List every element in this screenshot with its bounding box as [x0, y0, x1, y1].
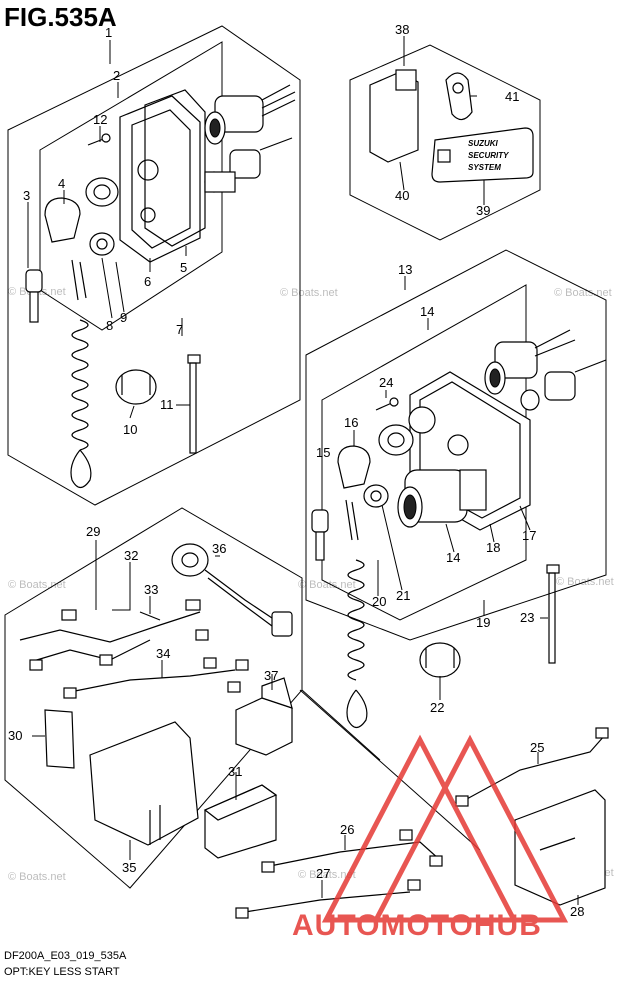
- leader-lines: [27, 36, 579, 905]
- switch-14: [397, 469, 487, 528]
- tie-11: [187, 354, 201, 454]
- label-line3: SYSTEM: [468, 163, 501, 172]
- screw-24: [375, 397, 399, 411]
- callout-7: 7: [176, 322, 183, 337]
- callout-21: 21: [396, 588, 410, 603]
- box-31: [203, 784, 278, 859]
- callout-26: 26: [340, 822, 354, 837]
- callout-40: 40: [395, 188, 409, 203]
- card-30: [44, 709, 75, 769]
- figure-title: FIG.535A: [4, 2, 117, 32]
- callout-2: 2: [113, 68, 120, 83]
- brand-logo: AUTOMOTOHUB: [292, 734, 569, 942]
- figure-code: DF200A_E03_019_535A: [4, 950, 127, 962]
- callout-27: 27: [316, 866, 330, 881]
- callout-24: 24: [379, 375, 393, 390]
- callout-36: 36: [212, 541, 226, 556]
- callout-29: 29: [86, 524, 100, 539]
- harness-27: [235, 879, 421, 919]
- cap-22: [419, 642, 461, 678]
- callout-13: 13: [398, 262, 412, 277]
- callout-37: 37: [264, 668, 278, 683]
- label-line2: SECURITY: [468, 151, 509, 160]
- module-28: [514, 789, 606, 906]
- watermark: © Boats.net: [8, 579, 66, 591]
- callout-38: 38: [395, 22, 409, 37]
- callout-17: 17: [522, 528, 536, 543]
- callout-9: 9: [120, 310, 127, 325]
- callout-1: 1: [105, 25, 112, 40]
- tie-23: [546, 564, 560, 664]
- harness-34: [63, 657, 249, 699]
- security-label-39: SUZUKI SECURITY SYSTEM: [431, 127, 534, 183]
- logo-text: AUTOMOTOHUB: [292, 909, 542, 942]
- label-line1: SUZUKI: [468, 139, 499, 148]
- plate-6: [119, 95, 201, 263]
- callout-35: 35: [122, 860, 136, 875]
- callout-6: 6: [144, 274, 151, 289]
- callout-11: 11: [160, 397, 174, 412]
- key-3: [25, 269, 43, 323]
- cap-10: [115, 369, 157, 405]
- callout-5: 5: [180, 260, 187, 275]
- callout-31: 31: [228, 764, 242, 779]
- lanyard-20: [345, 499, 368, 729]
- switch-assembly: [204, 84, 296, 193]
- callout-20: 20: [372, 594, 386, 609]
- callout-33: 33: [144, 582, 158, 597]
- switch-14-top: [484, 329, 607, 411]
- callout-41: 41: [505, 89, 519, 104]
- watermark: © Boats.net: [280, 287, 338, 299]
- harness-26: [261, 829, 443, 873]
- group-box-bottom: [299, 689, 481, 851]
- gasket-5: [144, 89, 206, 247]
- callout-14-bottom: 14: [446, 550, 460, 565]
- callout-18: 18: [486, 540, 500, 555]
- callout-23: 23: [520, 610, 534, 625]
- callout-28: 28: [570, 904, 584, 919]
- fob-41: [445, 72, 473, 121]
- screw-12: [87, 133, 111, 146]
- callout-12: 12: [93, 112, 107, 127]
- callout-4: 4: [58, 176, 65, 191]
- module-40: [369, 69, 419, 163]
- harness-32-33: [19, 599, 209, 671]
- bracket-35: [89, 721, 199, 846]
- callout-25: 25: [530, 740, 544, 755]
- callout-34: 34: [156, 646, 170, 661]
- lanyard-8: [70, 259, 92, 489]
- knob-4: [44, 197, 81, 243]
- callouts: 1 2 12 3 4 5 6 7 8 9 10 11 38 41 40 39 1…: [8, 22, 584, 919]
- relay-37: [235, 677, 293, 756]
- callout-32: 32: [124, 548, 138, 563]
- group-box-38: [349, 44, 541, 241]
- callout-3: 3: [23, 188, 30, 203]
- callout-8: 8: [106, 318, 113, 333]
- watermark: © Boats.net: [8, 871, 66, 883]
- callout-15: 15: [316, 445, 330, 460]
- callout-19: 19: [476, 615, 490, 630]
- key-15: [311, 509, 329, 561]
- callout-39: 39: [476, 203, 490, 218]
- knob-16: [337, 445, 371, 489]
- callout-10: 10: [123, 422, 137, 437]
- callout-30: 30: [8, 728, 22, 743]
- bush-16: [363, 424, 414, 508]
- group-box-1: [7, 25, 301, 506]
- callout-16: 16: [344, 415, 358, 430]
- callout-22: 22: [430, 700, 444, 715]
- harness-36: [171, 543, 293, 637]
- watermark: © Boats.net: [298, 869, 356, 881]
- figure-caption: OPT:KEY LESS START: [4, 966, 120, 978]
- callout-14-top: 14: [420, 304, 434, 319]
- nut-part: [85, 177, 119, 256]
- watermark: © Boats.net: [298, 579, 356, 591]
